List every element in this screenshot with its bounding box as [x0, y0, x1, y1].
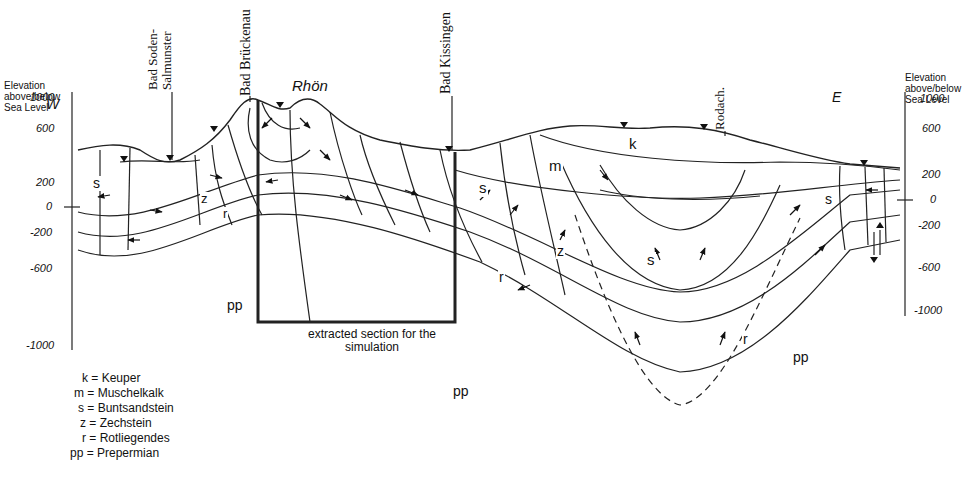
axis-tick: 200 — [36, 176, 54, 188]
town-name: Rodach. — [713, 87, 727, 130]
formation-letter: pp — [792, 350, 810, 365]
axis-tick: -600 — [30, 262, 52, 274]
axis-tick: 0 — [46, 200, 52, 212]
formation-letter: pp — [226, 298, 244, 313]
formation-letter: s — [92, 176, 101, 191]
legend-entry: s = Buntsandstein — [78, 402, 174, 415]
legend-entry: k = Keuper — [82, 372, 140, 385]
formation-letter: r — [742, 332, 749, 347]
legend-entry: z = Zechstein — [80, 417, 152, 430]
formation-letter: s — [646, 252, 656, 269]
formation-letter: r — [498, 270, 505, 285]
axis-tick: -200 — [30, 226, 52, 238]
axis-tick: 200 — [922, 168, 940, 180]
legend-entry: r = Rotliegendes — [82, 432, 170, 445]
section-caption: extracted section for the simulation — [296, 328, 448, 354]
axis-tick: 600 — [36, 122, 54, 134]
town-name: Bad Brückenau — [238, 9, 253, 96]
axis-tick: 0 — [930, 193, 936, 205]
formation-letter: r — [222, 207, 228, 221]
formation-letter: s — [824, 192, 833, 207]
axis-tick: 1000 — [920, 92, 944, 104]
legend-entry: pp = Prepermian — [70, 447, 159, 460]
axis-tick: -200 — [918, 219, 940, 231]
formation-letter: z — [556, 244, 565, 259]
direction-label: E — [832, 90, 841, 105]
town-name: Bad Soden- Salmunster — [146, 14, 175, 90]
formation-letter: s — [478, 180, 488, 197]
axis-tick: -1000 — [26, 339, 54, 351]
formation-letter: m — [548, 158, 563, 175]
axis-tick: 600 — [922, 122, 940, 134]
axis-tick: -1000 — [914, 304, 942, 316]
town-name: Bad Kissingen — [438, 12, 453, 94]
legend-entry: m = Muschelkalk — [74, 387, 164, 400]
formation-letter: z — [200, 192, 209, 206]
axis-tick: -600 — [918, 261, 940, 273]
region-name: Rhön — [292, 78, 328, 95]
formation-letter: pp — [452, 384, 470, 399]
formation-letter: k — [628, 136, 638, 153]
axis-tick: 1000 — [30, 91, 54, 103]
